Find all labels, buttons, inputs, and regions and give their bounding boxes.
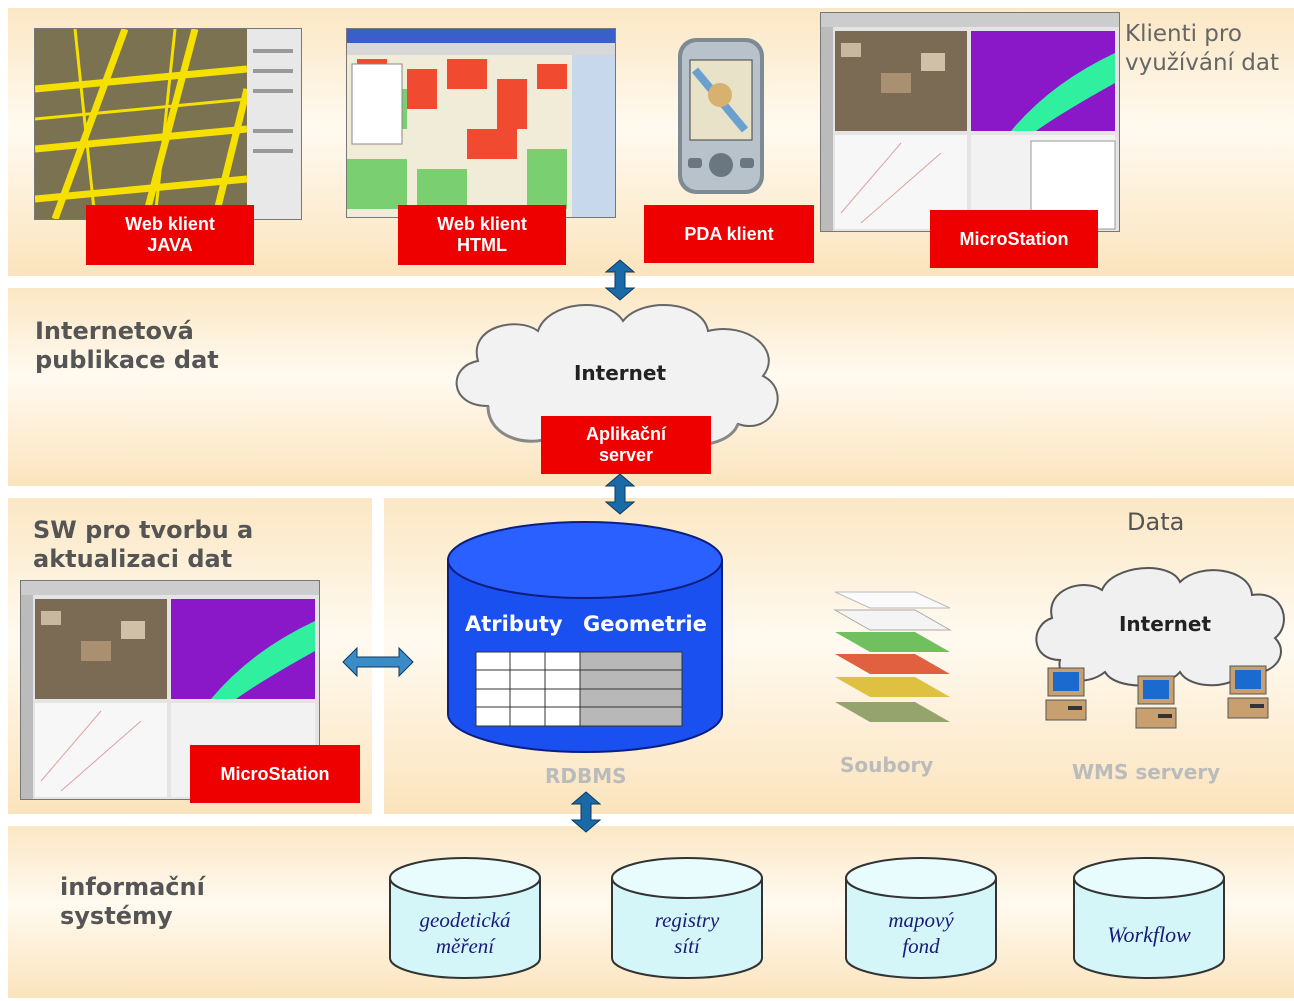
- section-clients-label: Klienti pro využívání dat: [1125, 21, 1279, 76]
- wms-cloud-label: Internet: [1118, 612, 1212, 636]
- is-db-registry: [611, 857, 763, 979]
- section-is-label: informační systémy: [60, 873, 205, 930]
- client-label-microstation: MicroStation: [930, 210, 1098, 268]
- rdbms-geom-label: Geometrie: [583, 612, 707, 636]
- files-caption: Soubory: [840, 753, 934, 777]
- is-db-geodeticka-line1: geodetická: [419, 908, 511, 932]
- is-db-geodeticka: [389, 857, 541, 979]
- rdbms-cylinder: [447, 521, 723, 753]
- is-db-workflow-line1: Workflow: [1107, 922, 1191, 947]
- computer-icon: [1227, 665, 1269, 719]
- client-label-java: Web klient JAVA: [86, 205, 254, 265]
- arrow-server-rdbms: [604, 473, 636, 515]
- rdbms-attr-label: Atributy: [465, 612, 563, 636]
- arrow-clients-internet: [604, 259, 636, 301]
- computer-icon: [1135, 675, 1177, 729]
- is-db-mapovy-line1: mapový: [888, 908, 954, 932]
- java-client-screenshot: [34, 28, 302, 220]
- sw-microstation-label: MicroStation: [190, 745, 360, 803]
- section-internet-label: Internetová publikace dat: [35, 317, 219, 374]
- arrow-sw-rdbms: [342, 646, 414, 678]
- is-db-workflow: [1073, 857, 1225, 979]
- is-db-mapovy: [845, 857, 997, 979]
- computer-icon: [1045, 667, 1087, 721]
- pda-image: [660, 30, 790, 198]
- html-client-screenshot: [346, 28, 616, 218]
- is-db-registry-line1: registry: [654, 908, 720, 932]
- client-label-html: Web klient HTML: [398, 205, 566, 265]
- is-db-geodeticka-line2: měření: [435, 934, 495, 958]
- arrow-rdbms-is: [570, 791, 602, 833]
- is-db-registry-line2: sítí: [674, 934, 700, 958]
- is-db-mapovy-line2: fond: [902, 934, 940, 958]
- section-sw-label: SW pro tvorbu a aktualizaci dat: [33, 516, 254, 573]
- wms-caption: WMS servery: [1072, 760, 1221, 784]
- files-layers-image: [833, 591, 952, 722]
- section-data-label: Data: [1127, 508, 1185, 536]
- microstation-client-screenshot: [820, 12, 1120, 232]
- app-server-label: Aplikační server: [541, 416, 711, 474]
- internet-cloud-label: Internet: [573, 361, 667, 385]
- rdbms-caption: RDBMS: [545, 764, 627, 788]
- client-label-pda: PDA klient: [644, 205, 814, 263]
